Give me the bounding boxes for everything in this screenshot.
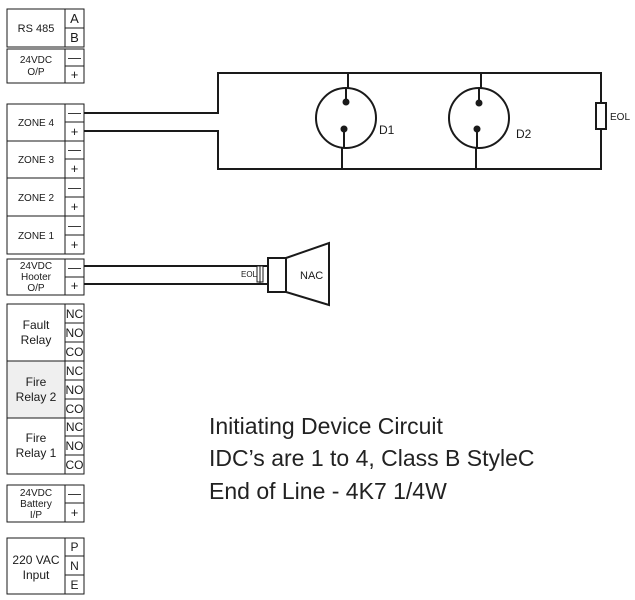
terminal-plus: + <box>71 67 79 82</box>
terminal-minus: — <box>68 50 81 65</box>
terminal-plus: + <box>71 124 79 139</box>
zone4-label: ZONE 4 <box>18 118 55 129</box>
terminal-minus: — <box>68 486 81 501</box>
horn-driver <box>267 257 287 293</box>
terminal-plus: + <box>71 237 79 252</box>
note-line-2: IDC’s are 1 to 4, Class B StyleC <box>209 445 535 471</box>
zone3-label: ZONE 3 <box>18 155 55 166</box>
hooter-label-3: O/P <box>27 283 45 294</box>
terminal-no: NO <box>66 383 84 397</box>
terminal-minus: — <box>68 260 81 275</box>
terminal-minus: — <box>68 105 81 120</box>
terminal-plus: + <box>71 278 79 293</box>
nac-horn: NAC <box>267 241 330 307</box>
zone4-wiring <box>84 72 602 170</box>
terminal-plus: + <box>71 161 79 176</box>
terminal-no: NO <box>66 326 84 340</box>
fire-relay2-label-2: Relay 2 <box>16 390 57 404</box>
fire-relay2-label-1: Fire <box>26 375 47 389</box>
output-24vdc-label-2: O/P <box>27 67 45 78</box>
horn-bell <box>285 241 330 307</box>
terminal-co: CO <box>66 402 84 416</box>
detector-d2: D2 <box>448 87 532 149</box>
zone1-label: ZONE 1 <box>18 231 55 242</box>
hooter-block: 24VDC Hooter O/P — + <box>6 258 85 296</box>
fire-relay2-block: Fire Relay 2 NC NO CO <box>6 360 85 419</box>
terminal-a: A <box>70 11 79 26</box>
terminal-e: E <box>70 578 78 592</box>
rs485-block: RS 485 A B <box>6 8 85 48</box>
battery-label-2: Battery <box>20 499 52 510</box>
terminal-minus: — <box>68 180 81 195</box>
fault-relay-block: Fault Relay NC NO CO <box>6 303 85 362</box>
terminal-minus: — <box>68 142 81 157</box>
nac-eol-label: EOL <box>241 270 258 279</box>
terminal-co: CO <box>66 458 84 472</box>
output-24vdc-block: 24VDC O/P — + <box>6 48 85 84</box>
fault-relay-label-1: Fault <box>23 318 50 332</box>
zone1-block: ZONE 1 — + <box>6 215 85 255</box>
terminal-minus: — <box>68 218 81 233</box>
zone4-block: ZONE 4 — + <box>6 103 85 142</box>
battery-label-3: I/P <box>30 510 43 521</box>
terminal-plus: + <box>71 199 79 214</box>
terminal-n: N <box>70 559 79 573</box>
battery-label-1: 24VDC <box>20 488 52 499</box>
fire-relay1-block: Fire Relay 1 NC NO CO <box>6 417 85 475</box>
zone-eol-label: EOL <box>610 112 630 123</box>
mains-input-block: 220 VAC Input P N E <box>6 537 85 595</box>
terminal-co: CO <box>66 345 84 359</box>
zone4-positive-wire <box>84 130 343 170</box>
terminal-nc: NC <box>66 307 84 321</box>
hooter-label-1: 24VDC <box>20 261 52 272</box>
zone3-block: ZONE 3 — + <box>6 140 85 179</box>
nac-wiring: EOL <box>84 265 268 285</box>
mains-label-2: Input <box>23 568 50 582</box>
rs485-label: RS 485 <box>18 23 55 35</box>
zone4-negative-wire <box>84 72 349 117</box>
fire-relay1-label-1: Fire <box>26 431 47 445</box>
eol-wire-top <box>481 72 602 103</box>
fault-relay-label-2: Relay <box>21 333 52 347</box>
detector-d2-label: D2 <box>516 127 532 141</box>
zone2-label: ZONE 2 <box>18 193 55 204</box>
terminal-nc: NC <box>66 420 84 434</box>
detector-d1: D1 <box>315 87 395 149</box>
terminal-nc: NC <box>66 364 84 378</box>
zone-eol-resistor: EOL <box>595 102 630 130</box>
mains-label-1: 220 VAC <box>12 553 59 567</box>
hooter-label-2: Hooter <box>21 272 52 283</box>
eol-resistor-body <box>595 102 607 130</box>
terminal-p: P <box>70 540 78 554</box>
terminal-b: B <box>70 30 79 45</box>
terminal-no: NO <box>66 439 84 453</box>
note-line-1: Initiating Device Circuit <box>209 413 444 439</box>
nac-label: NAC <box>300 270 323 282</box>
terminal-plus: + <box>71 505 79 520</box>
notes: Initiating Device Circuit IDC’s are 1 to… <box>209 413 535 504</box>
note-line-3: End of Line - 4K7 1/4W <box>209 478 447 504</box>
detector-d1-label: D1 <box>379 123 395 137</box>
output-24vdc-label-1: 24VDC <box>20 55 52 66</box>
fire-relay1-label-2: Relay 1 <box>16 446 57 460</box>
zone2-block: ZONE 2 — + <box>6 177 85 217</box>
eol-wire-bottom <box>476 129 602 170</box>
battery-block: 24VDC Battery I/P — + <box>6 484 85 523</box>
